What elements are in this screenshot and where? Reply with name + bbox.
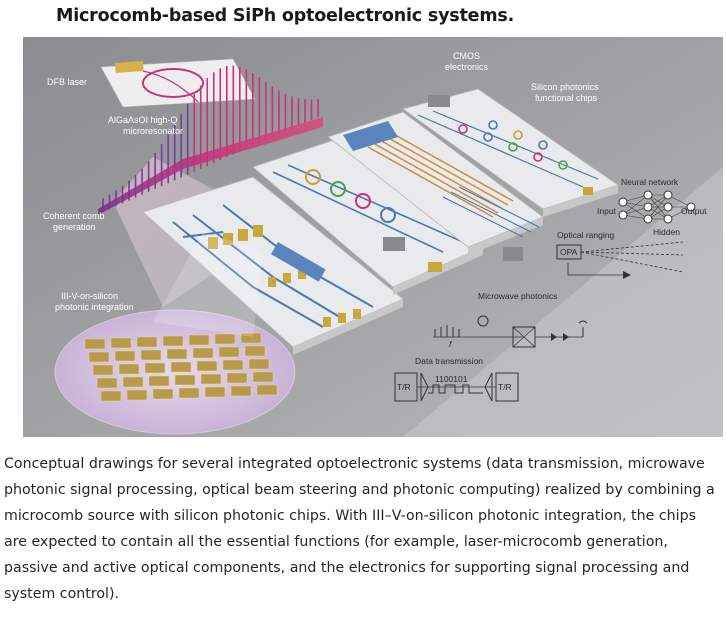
wafer-die: [126, 389, 148, 401]
nn-node: [643, 214, 653, 224]
wafer-die: [92, 364, 114, 376]
label-tr-right: T/R: [498, 382, 512, 392]
label-comb-1: Coherent comb: [43, 211, 105, 221]
nn-node: [618, 197, 628, 207]
nn-node: [663, 190, 673, 200]
wafer-die: [256, 384, 278, 396]
nn-edge: [622, 201, 649, 220]
comb-envelope: [98, 117, 323, 215]
nn-edge: [622, 194, 649, 216]
chip-rings: [252, 136, 484, 295]
wafer-die: [144, 362, 166, 374]
wafer-die: [148, 375, 170, 387]
label-nn-hidden: Hidden: [653, 227, 680, 237]
wafer-die: [152, 388, 174, 400]
wafer-die: [84, 338, 106, 350]
neural-network-diagram: [618, 190, 696, 224]
nn-node: [686, 202, 696, 212]
cmos-die: [428, 95, 450, 107]
wafer-die: [166, 348, 188, 360]
wafer-die: [170, 361, 192, 373]
figure-svg: DFB laser AlGaAsOI high-Q microresonator…: [23, 37, 723, 437]
label-comb-2: generation: [53, 222, 96, 232]
data-transmission-diagram: [394, 372, 519, 402]
label-optical-ranging: Optical ranging: [557, 230, 614, 240]
wafer-die: [122, 376, 144, 388]
wafer-die: [88, 351, 110, 363]
label-integration-1: III-V-on-silicon: [61, 291, 118, 301]
wafer-die: [226, 372, 248, 384]
nn-edge: [647, 194, 669, 220]
label-tr-left: T/R: [397, 382, 411, 392]
chip-integration: [142, 176, 404, 355]
nn-node: [643, 190, 653, 200]
wafer-die: [252, 371, 274, 383]
label-siph-2: functional chips: [535, 93, 598, 103]
wafer-die: [100, 390, 122, 402]
gold-pads-front: [208, 225, 361, 327]
wafer-die: [248, 358, 270, 370]
microwave-photonics-diagram: [433, 315, 588, 348]
wafer-die: [110, 337, 132, 349]
nn-node: [618, 210, 628, 220]
wafer-die: [136, 336, 158, 348]
wafer-die: [178, 387, 200, 399]
label-opa: OPA: [560, 247, 578, 257]
wafer-die: [214, 333, 236, 345]
wafer-die: [192, 347, 214, 359]
label-cmos-2: electronics: [445, 62, 489, 72]
figure-title: Microcomb-based SiPh optoelectronic syst…: [56, 6, 515, 26]
dfb-laser-chip: [100, 58, 256, 108]
nn-node: [663, 202, 673, 212]
wafer-die: [200, 373, 222, 385]
chip-waveguide-array: [327, 111, 544, 261]
wafer-die: [188, 334, 210, 346]
label-dfb-laser: DFB laser: [47, 77, 87, 87]
label-data-transmission: Data transmission: [415, 356, 483, 366]
label-freq-symbol: f: [449, 339, 453, 349]
optical-ranging-diagram: [556, 241, 684, 279]
wafer-die: [162, 335, 184, 347]
wafer-die: [114, 350, 136, 362]
label-integration-2: photonic integration: [55, 302, 134, 312]
wafer-die: [174, 374, 196, 386]
wafer-die: [96, 377, 118, 389]
label-microresonator-2: microresonator: [123, 126, 183, 136]
wafer-die: [218, 346, 240, 358]
label-microresonator-1: AlGaAsOI high-Q: [108, 115, 178, 125]
floor-highlight: [403, 167, 723, 437]
label-nn-input: Input: [597, 206, 617, 216]
wafer-die: [230, 385, 252, 397]
label-siph-1: Silicon photonics: [531, 82, 599, 92]
label-cmos-1: CMOS: [453, 51, 480, 61]
iii-v-wafer: [54, 309, 296, 435]
nn-node: [663, 214, 673, 224]
wafer-die: [244, 345, 266, 357]
figure-illustration: DFB laser AlGaAsOI high-Q microresonator…: [23, 37, 723, 437]
wafer-die: [204, 386, 226, 398]
label-neural-network: Neural network: [621, 177, 679, 187]
label-nn-output: Output: [681, 206, 707, 216]
wafer-die: [118, 363, 140, 375]
wafer-die: [240, 332, 262, 344]
wafer-die: [196, 360, 218, 372]
wafer-die: [222, 359, 244, 371]
chip-functional: [402, 88, 619, 217]
wafer-zoom-beam: [153, 232, 263, 337]
figure-caption: Conceptual drawings for several integrat…: [4, 456, 715, 602]
label-bits: 1100101: [435, 374, 468, 384]
wafer-die: [140, 349, 162, 361]
nn-node: [643, 202, 653, 212]
label-microwave-photonics: Microwave photonics: [478, 291, 557, 301]
